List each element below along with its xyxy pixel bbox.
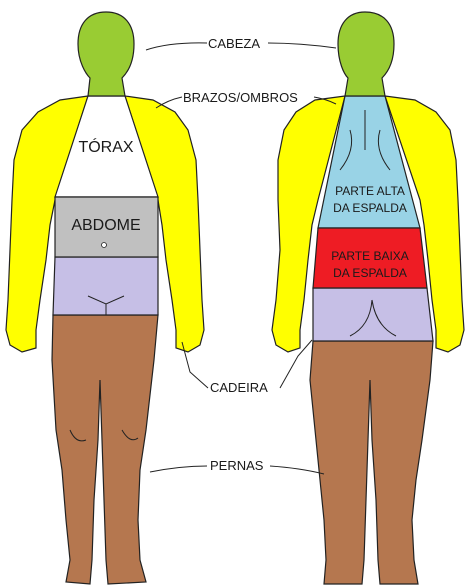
- label-lower-back-line2: DA ESPALDA: [333, 266, 407, 280]
- label-upper-back-line1: PARTE ALTA: [335, 184, 405, 198]
- front-legs-region: [52, 315, 158, 584]
- label-lower-back-line1: PARTE BAIXA: [331, 249, 409, 263]
- back-legs-region: [310, 341, 433, 584]
- back-hips-region: [313, 288, 433, 341]
- back-head-region: [338, 12, 394, 96]
- label-hip: CADEIRA: [210, 380, 268, 395]
- label-head: CABEZA: [208, 36, 260, 51]
- label-arms-shoulders: BRAZOS/OMBROS: [183, 90, 298, 105]
- front-navel: [102, 243, 107, 248]
- label-abdomen: ABDOME: [71, 217, 140, 234]
- front-head-region: [78, 12, 134, 96]
- front-body-figure: [6, 12, 204, 584]
- label-legs: PERNAS: [210, 458, 264, 473]
- label-chest: TÓRAX: [78, 137, 133, 156]
- label-upper-back-line2: DA ESPALDA: [333, 201, 407, 215]
- back-body-figure: [272, 12, 464, 584]
